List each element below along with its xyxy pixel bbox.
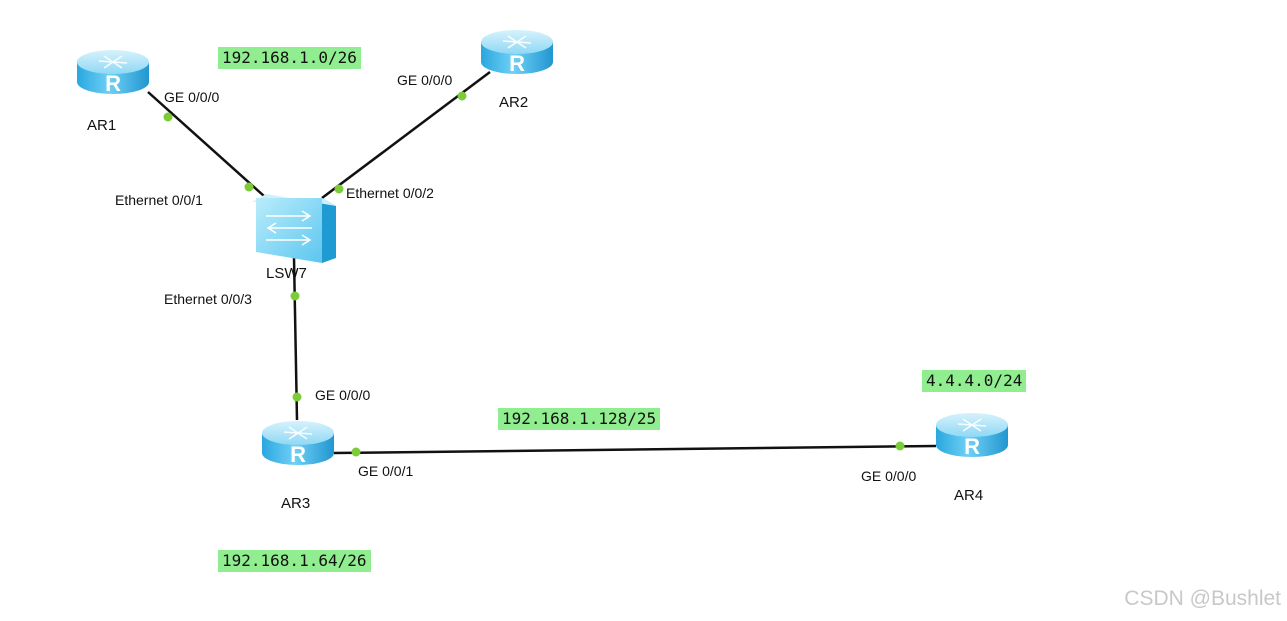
port-label-ar2-ge000: GE 0/0/0 bbox=[397, 72, 453, 88]
switch-icon[interactable] bbox=[252, 194, 336, 263]
port-label-ar3-ge001: GE 0/0/1 bbox=[358, 463, 414, 479]
watermark: CSDN @Bushlet bbox=[1124, 587, 1281, 610]
router-glyph: R bbox=[509, 51, 525, 76]
port-label-ar4-ge000: GE 0/0/0 bbox=[861, 468, 917, 484]
router-glyph: R bbox=[105, 71, 121, 96]
link-ar2-lsw7[interactable] bbox=[321, 71, 491, 199]
subnet-label-link: 192.168.1.128/25 bbox=[498, 408, 661, 430]
port-label-ar1-ge000: GE 0/0/0 bbox=[164, 89, 220, 105]
router-glyph: R bbox=[290, 442, 306, 467]
router-icon[interactable]: R bbox=[936, 413, 1008, 459]
port-dot-ar3-ge000[interactable] bbox=[292, 392, 302, 402]
router-glyph: R bbox=[964, 434, 980, 459]
port-dot-lsw-eth001[interactable] bbox=[244, 182, 254, 192]
port-label-lsw-eth002: Ethernet 0/0/2 bbox=[346, 185, 434, 201]
device-label-ar2: AR2 bbox=[499, 94, 529, 111]
port-dot-ar3-ge001[interactable] bbox=[351, 447, 361, 457]
port-dot-lsw-eth003[interactable] bbox=[290, 291, 300, 301]
router-icon[interactable]: R bbox=[481, 30, 553, 76]
port-label-lsw-eth003: Ethernet 0/0/3 bbox=[164, 291, 252, 307]
device-label-ar3: AR3 bbox=[281, 495, 311, 512]
port-dot-ar1-ge000[interactable] bbox=[163, 112, 173, 122]
port-dot-ar4-ge000[interactable] bbox=[895, 441, 905, 451]
port-label-ar3-ge000: GE 0/0/0 bbox=[315, 387, 371, 403]
port-dots bbox=[163, 91, 905, 457]
port-dot-lsw-eth002[interactable] bbox=[334, 184, 344, 194]
router-icon[interactable]: R bbox=[262, 421, 334, 467]
subnet-label-ar4: 4.4.4.0/24 bbox=[922, 370, 1027, 392]
links bbox=[147, 71, 937, 455]
device-label-lsw7: LSW7 bbox=[266, 265, 307, 282]
device-label-ar1: AR1 bbox=[87, 117, 117, 134]
subnet-label-top: 192.168.1.0/26 bbox=[218, 47, 361, 69]
subnet-label-bottom: 192.168.1.64/26 bbox=[218, 550, 371, 572]
port-dot-ar2-ge000[interactable] bbox=[457, 91, 467, 101]
link-ar3-ar4[interactable] bbox=[333, 444, 937, 455]
port-label-lsw-eth001: Ethernet 0/0/1 bbox=[115, 192, 203, 208]
link-ar1-lsw7[interactable] bbox=[147, 91, 265, 197]
router-icon[interactable]: R bbox=[77, 50, 149, 96]
device-label-ar4: AR4 bbox=[954, 487, 984, 504]
